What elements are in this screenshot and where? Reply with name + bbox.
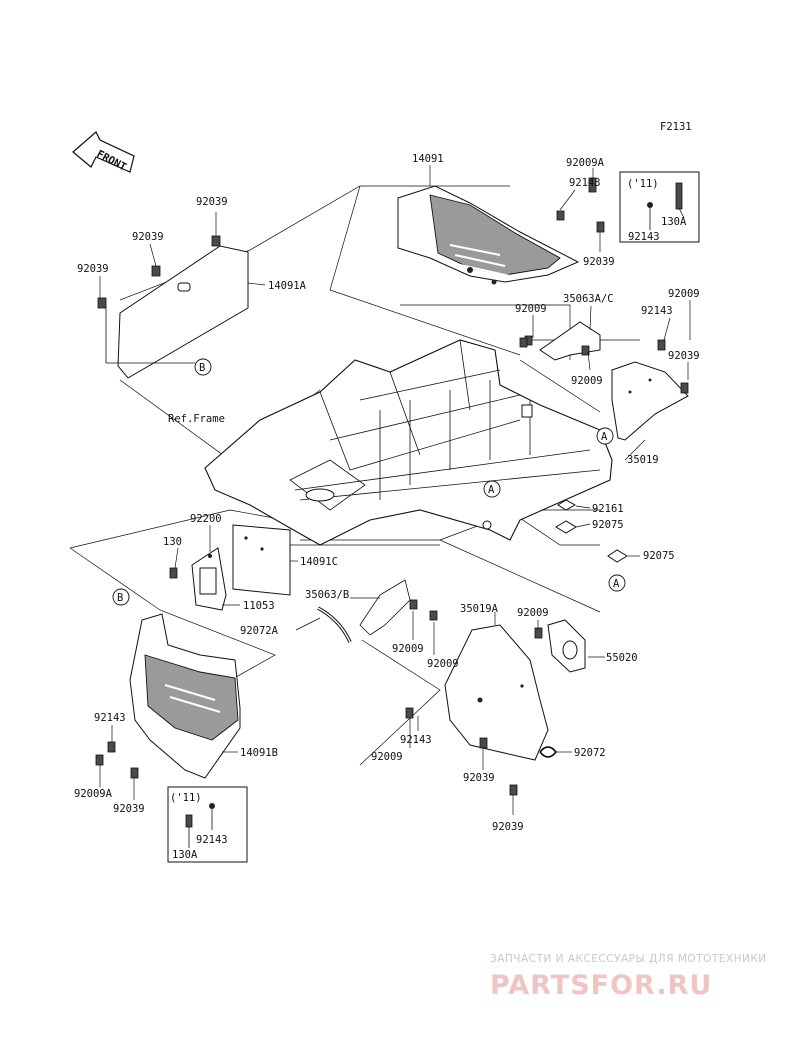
callout-b-top: B — [194, 358, 212, 376]
label-ref-frame: Ref.Frame — [168, 413, 225, 425]
panel-35019A — [405, 624, 549, 796]
front-arrow-icon: FRONT — [72, 131, 135, 173]
watermark-brand: PARTSFOR.RU — [490, 970, 712, 1001]
label-14091A: 14091A — [268, 280, 307, 292]
label-92039-b2: 92039 — [492, 821, 524, 833]
label-35019A: 35019A — [460, 603, 499, 615]
leader-lines — [99, 165, 691, 815]
label-92039-l3: 92039 — [77, 263, 109, 275]
svg-text:A: A — [488, 484, 495, 496]
label-92075-b: 92075 — [643, 550, 675, 562]
inset-bottom-part-2: 130A — [172, 849, 198, 861]
label-130: 130 — [163, 536, 182, 548]
label-92143-top: 92143 — [569, 177, 601, 189]
inset-2011-bottom: ('11) 92143 130A — [167, 786, 248, 863]
inset-top-year: ('11) — [627, 178, 659, 190]
label-55020: 55020 — [606, 652, 638, 664]
cover-14091 — [397, 185, 580, 285]
label-92143-bl: 92143 — [94, 712, 126, 724]
svg-text:B: B — [117, 592, 123, 604]
callout-a-right: A — [596, 427, 614, 445]
label-92039-l1: 92039 — [196, 196, 228, 208]
label-14091B: 14091B — [240, 747, 278, 759]
callout-a-bottom: A — [608, 574, 626, 592]
watermark: ЗАПЧАСТИ И АКСЕССУАРЫ ДЛЯ МОТОТЕХНИКИ PA… — [490, 953, 767, 1001]
panel-35019 — [611, 339, 689, 441]
label-92009-b: 92009 — [371, 751, 403, 763]
label-92039-r: 92039 — [668, 350, 700, 362]
label-92143-b: 92143 — [400, 734, 432, 746]
inset-2011-top: ('11) 130A 92143 — [619, 171, 700, 243]
bracket-11053 — [169, 547, 227, 611]
cover-14091B — [95, 613, 241, 779]
plate-14091C — [232, 524, 291, 596]
clip-92072 — [539, 746, 558, 758]
label-92009A-bl: 92009A — [74, 788, 113, 800]
strap-92072A — [317, 606, 352, 643]
label-92009-c3: 92009 — [517, 607, 549, 619]
label-92009-r: 92009 — [668, 288, 700, 300]
label-92200: 92200 — [190, 513, 222, 525]
callout-b-bottom: B — [112, 588, 130, 606]
svg-text:A: A — [601, 431, 608, 443]
label-92072: 92072 — [574, 747, 606, 759]
bracket-35063B — [359, 579, 438, 636]
inset-bottom-part-1: 92143 — [196, 834, 228, 846]
label-11053: 11053 — [243, 600, 275, 612]
label-92039-l2: 92039 — [132, 231, 164, 243]
callout-a-center: A — [483, 480, 501, 498]
inset-bottom-year: ('11) — [170, 792, 202, 804]
label-92075-a: 92075 — [592, 519, 624, 531]
bracket-55020 — [547, 619, 586, 673]
label-14091: 14091 — [412, 153, 444, 165]
label-35063AC: 35063A/C — [563, 293, 614, 305]
inset-top-part-2: 92143 — [628, 231, 660, 243]
svg-text:B: B — [199, 362, 205, 374]
label-92072A: 92072A — [240, 625, 279, 637]
label-92161: 92161 — [592, 503, 624, 515]
main-frame — [204, 339, 613, 546]
part-labels: 14091 92009A 92143 92039 92009 35063A/C … — [74, 153, 700, 833]
label-92039-tr: 92039 — [583, 256, 615, 268]
label-92009-c1: 92009 — [392, 643, 424, 655]
label-92009-mid: 92009 — [515, 303, 547, 315]
label-92039-b1: 92039 — [463, 772, 495, 784]
label-92009A-top: 92009A — [566, 157, 605, 169]
label-35019: 35019 — [627, 454, 659, 466]
items-92161-92075 — [555, 499, 628, 563]
diagram-code: F2131 — [660, 121, 692, 133]
svg-text:A: A — [613, 578, 620, 590]
bracket-35063AC — [524, 321, 601, 361]
label-92009-c2: 92009 — [427, 658, 459, 670]
label-92039-bl: 92039 — [113, 803, 145, 815]
hardware-markers — [519, 177, 605, 348]
watermark-tagline: ЗАПЧАСТИ И АКСЕССУАРЫ ДЛЯ МОТОТЕХНИКИ — [490, 953, 767, 965]
inset-top-part-1: 130A — [661, 216, 687, 228]
label-35063B: 35063/B — [305, 589, 349, 601]
panel-14091A — [97, 235, 249, 379]
label-92143-r: 92143 — [641, 305, 673, 317]
label-92009-m2: 92009 — [571, 375, 603, 387]
label-14091C: 14091C — [300, 556, 338, 568]
